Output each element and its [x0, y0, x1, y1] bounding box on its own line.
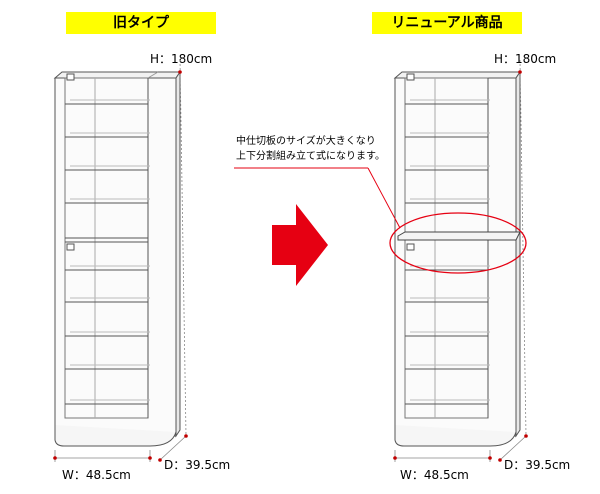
right-arrow-icon: [272, 204, 328, 286]
new-product-label: リニューアル商品: [372, 12, 522, 34]
new-dimension-markers: [393, 70, 528, 462]
old-type-label: 旧タイプ: [66, 12, 216, 34]
old-depth-label: D：39.5cm: [164, 458, 231, 472]
old-height-label: H：180cm: [150, 52, 213, 66]
new-width-label: W：48.5cm: [400, 468, 469, 482]
highlight-ellipse: [389, 212, 527, 274]
callout-leader: [367, 167, 401, 229]
callout-text: 中仕切板のサイズが大きくなり 上下分割組み立て式になります。: [236, 134, 385, 164]
new-cabinet: [393, 70, 521, 447]
callout-line-2: 上下分割組み立て式になります。: [236, 151, 385, 162]
old-dimension-lines: [54, 59, 187, 462]
old-cabinet: [53, 70, 181, 447]
old-dimension-markers: [53, 70, 188, 462]
new-height-label: H：180cm: [494, 52, 557, 66]
old-width-label: W：48.5cm: [62, 468, 131, 482]
new-dimension-lines: [394, 59, 527, 462]
callout-line-1: 中仕切板のサイズが大きくなり: [236, 136, 376, 147]
new-depth-label: D：39.5cm: [504, 458, 571, 472]
